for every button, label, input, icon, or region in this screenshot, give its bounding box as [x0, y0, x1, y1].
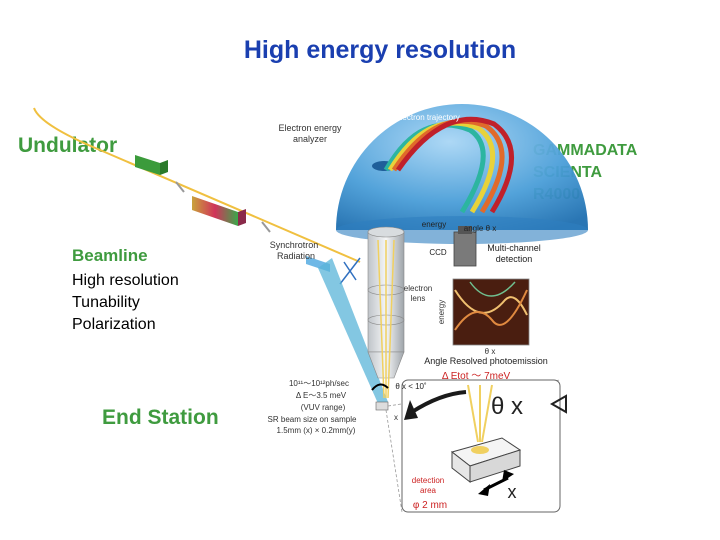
beamline-features: High resolution Tunability Polarization — [72, 270, 179, 336]
multichannel-label-line1: Multi-channel — [487, 243, 541, 253]
photon-flux: 10¹¹～10¹²ph/sec — [289, 379, 349, 388]
analyzer-hemisphere — [336, 104, 588, 230]
delta-e-beam: Δ E～3.5 meV — [296, 391, 347, 400]
detection-inset — [401, 379, 561, 513]
beamline-feature: Tunability — [72, 294, 140, 311]
end-station-label: End Station — [102, 406, 219, 429]
beamline-feature: Polarization — [72, 316, 156, 333]
multichannel-label-line2: detection — [496, 254, 533, 264]
slide-title: High energy resolution — [243, 36, 517, 64]
beam-size-title: SR beam size on sample — [268, 415, 357, 424]
energy-axis-label: energy — [437, 300, 446, 324]
detection-area-line2: area — [420, 486, 437, 495]
inset-x-label: x — [508, 482, 517, 502]
electron-trajectory — [383, 116, 514, 214]
electron-orbit-path — [33, 107, 361, 263]
beam-size-value: 1.5mm (x) × 0.2mm(y) — [277, 426, 356, 435]
beamline-feature: High resolution — [72, 272, 179, 289]
energy-label: energy — [422, 220, 446, 229]
electron-lens-column — [367, 226, 405, 399]
sample — [375, 401, 389, 411]
undulator-label: Undulator — [18, 134, 118, 157]
electron-trajectory-label: electron trajectory — [396, 113, 460, 122]
detection-area-line1: detection — [412, 476, 444, 485]
analyzer-label-line2: analyzer — [293, 134, 327, 144]
beamline-optics — [175, 181, 271, 233]
beamline-label: Beamline — [72, 246, 148, 265]
electron-lens-label-line1: electron — [404, 284, 432, 293]
electron-lens-label-line2: lens — [411, 294, 426, 303]
ccd-label: CCD — [429, 248, 447, 257]
ccd-camera — [453, 226, 477, 267]
undulator-magnet — [135, 155, 168, 175]
arpes-caption: Angle Resolved photoemission — [424, 356, 548, 366]
synchrotron-beam — [318, 258, 388, 408]
theta-arrow-small — [371, 383, 389, 391]
vuv-range: (VUV range) — [301, 403, 346, 412]
synchrotron-label-line1: Synchrotron — [270, 240, 319, 250]
small-x-label: x — [394, 413, 398, 422]
theta-axis-label: θ x — [485, 347, 496, 356]
angle-label: angle θ x — [464, 224, 496, 233]
synchrotron-label-line2: Radiation — [277, 251, 315, 261]
arpes-image — [452, 278, 530, 346]
theta-limit: θ x < 10˚ — [395, 382, 427, 391]
inset-less-than-icon — [549, 394, 567, 414]
detection-size: φ 2 mm — [413, 500, 447, 511]
delta-e-tot: Δ Etot ～ 7meV — [442, 371, 511, 382]
analyzer-label-line1: Electron energy — [278, 123, 342, 133]
inset-theta-label: θ x — [491, 393, 523, 420]
